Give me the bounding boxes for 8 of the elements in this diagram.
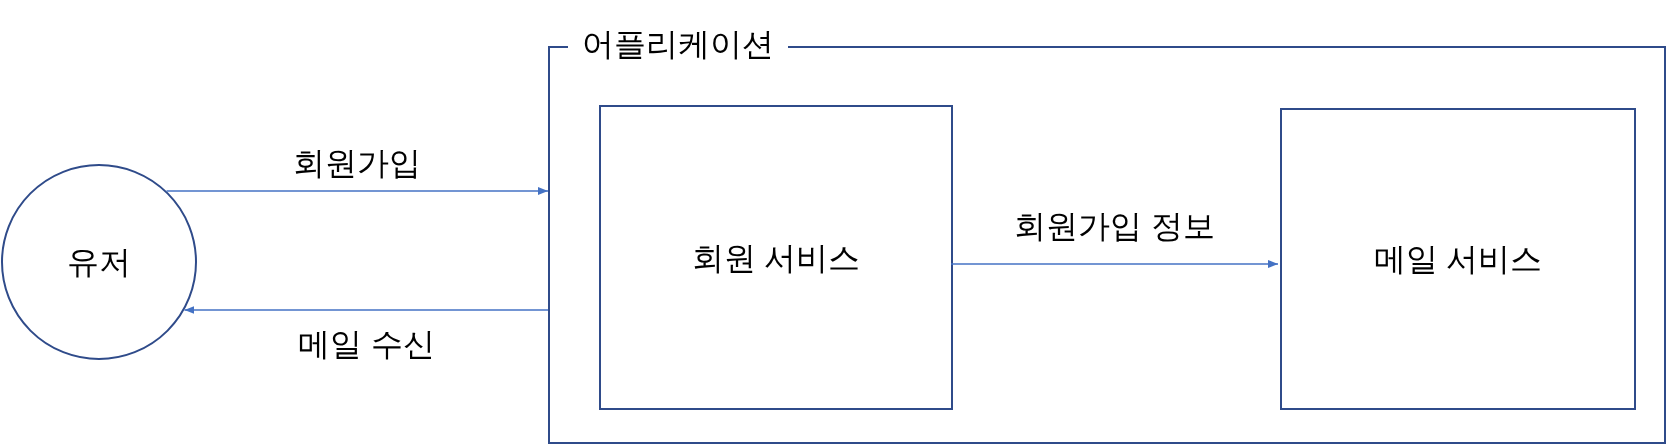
node-label: 회원 서비스 bbox=[691, 238, 861, 278]
service-box bbox=[1280, 108, 1636, 410]
service-box bbox=[599, 105, 953, 410]
arrow bbox=[183, 306, 549, 314]
node-label: 유저 bbox=[67, 243, 131, 282]
arrow bbox=[165, 187, 549, 195]
node-label: 메일 서비스 bbox=[1373, 240, 1543, 279]
arrow bbox=[950, 260, 1279, 268]
